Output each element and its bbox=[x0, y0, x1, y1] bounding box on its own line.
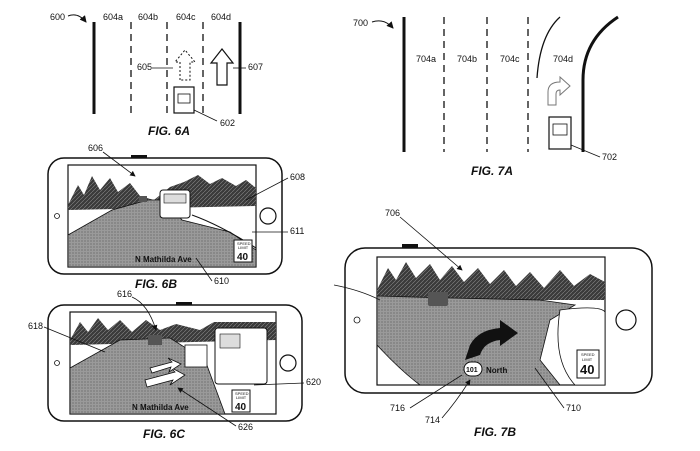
speed-sign-top: SPEED bbox=[235, 391, 249, 396]
caption-fig-7b: FIG. 7B bbox=[474, 425, 516, 439]
speed-limit-sign bbox=[576, 349, 600, 379]
label-610: 610 bbox=[214, 276, 229, 286]
speed-sign-top: SPEED bbox=[581, 352, 595, 357]
vehicle-702 bbox=[548, 116, 572, 150]
ref-700-leader bbox=[371, 20, 394, 29]
label-702: 702 bbox=[602, 152, 617, 162]
fig-6a: 600 604a 604b 604c 604d 605 607 602 FIG.… bbox=[50, 12, 263, 138]
nav-arrow bbox=[144, 366, 186, 388]
label-607: 607 bbox=[248, 62, 263, 72]
tree-line bbox=[68, 175, 256, 210]
lane-label-604b: 604b bbox=[138, 12, 158, 22]
street-name-label: N Mathilda Ave bbox=[135, 255, 192, 264]
distant-car bbox=[139, 196, 147, 202]
label-620: 620 bbox=[306, 377, 321, 387]
camera-icon bbox=[54, 213, 60, 219]
caption-fig-7a: FIG. 7A bbox=[471, 164, 513, 178]
label-716: 716 bbox=[390, 403, 405, 413]
lane-label-704d: 704d bbox=[553, 54, 573, 64]
ref-600-leader bbox=[67, 14, 87, 23]
lane-label-604d: 604d bbox=[211, 12, 231, 22]
caption-fig-6a: FIG. 6A bbox=[148, 124, 190, 138]
ref-700: 700 bbox=[353, 18, 368, 28]
phone-top-button bbox=[131, 155, 147, 158]
distant-car bbox=[148, 335, 162, 345]
route-badge bbox=[463, 361, 483, 377]
speed-sign-mid: LIMIT bbox=[236, 395, 247, 400]
speed-limit-sign bbox=[233, 239, 253, 263]
tree-line bbox=[377, 262, 605, 300]
label-606: 606 bbox=[88, 143, 103, 153]
home-button bbox=[279, 354, 297, 372]
exit-lane-divider bbox=[536, 16, 561, 79]
exit-road-edge bbox=[581, 15, 619, 152]
distant-car bbox=[428, 292, 448, 306]
lane-label-704a: 704a bbox=[416, 54, 436, 64]
speed-sign-top: SPEED bbox=[237, 241, 251, 246]
label-710: 710 bbox=[566, 403, 581, 413]
speed-value: 40 bbox=[580, 362, 594, 377]
label-611: 611 bbox=[290, 226, 304, 236]
nav-arrow bbox=[149, 357, 182, 374]
camera-icon bbox=[54, 360, 60, 366]
label-714: 714 bbox=[425, 415, 440, 425]
camera-icon bbox=[353, 316, 361, 324]
label-618: 618 bbox=[28, 321, 43, 331]
home-button bbox=[615, 309, 637, 331]
phone-top-button bbox=[176, 302, 192, 305]
lane-label-604c: 604c bbox=[176, 12, 196, 22]
speed-sign-mid: LIMIT bbox=[238, 245, 249, 250]
lane-label-604a: 604a bbox=[103, 12, 123, 22]
phone-top-button bbox=[402, 244, 418, 248]
lane-label-704c: 704c bbox=[500, 54, 520, 64]
fig-7a: 700 704a 704b 704c 704d 702 FIG. 7A bbox=[353, 15, 619, 178]
speed-value: 40 bbox=[237, 252, 249, 263]
caption-fig-6b: FIG. 6B bbox=[135, 277, 177, 291]
speed-sign-mid: LIMIT bbox=[582, 357, 593, 362]
label-626: 626 bbox=[238, 422, 253, 432]
fig-6b: SPEED LIMIT 40 N Mathilda Ave 606 608 61… bbox=[47, 143, 305, 291]
nav-turn-arrow bbox=[465, 320, 518, 360]
fig-7b: 101 North SPEED LIMIT 40 706 716 714 710… bbox=[333, 208, 653, 439]
lane-label-704b: 704b bbox=[457, 54, 477, 64]
vehicle-602 bbox=[173, 86, 195, 114]
route-badge-number: 101 bbox=[466, 367, 478, 374]
turn-arrow bbox=[547, 75, 571, 106]
label-706: 706 bbox=[385, 208, 400, 218]
dashed-arrow-605 bbox=[173, 49, 197, 81]
label-602: 602 bbox=[220, 118, 235, 128]
label-616: 616 bbox=[117, 289, 132, 299]
caption-fig-6c: FIG. 6C bbox=[143, 427, 185, 441]
solid-arrow-607 bbox=[209, 48, 235, 86]
direction-label: North bbox=[486, 366, 507, 375]
ref-600: 600 bbox=[50, 12, 65, 22]
fig-6c: SPEED LIMIT 40 N Mathilda Ave 616 618 62… bbox=[28, 289, 321, 441]
parked-car bbox=[184, 344, 208, 368]
label-605: 605 bbox=[137, 62, 152, 72]
home-button bbox=[259, 207, 277, 225]
street-name-label: N Mathilda Ave bbox=[132, 403, 189, 412]
speed-limit-sign bbox=[231, 389, 251, 413]
label-608: 608 bbox=[290, 172, 305, 182]
speed-value: 40 bbox=[235, 402, 247, 413]
